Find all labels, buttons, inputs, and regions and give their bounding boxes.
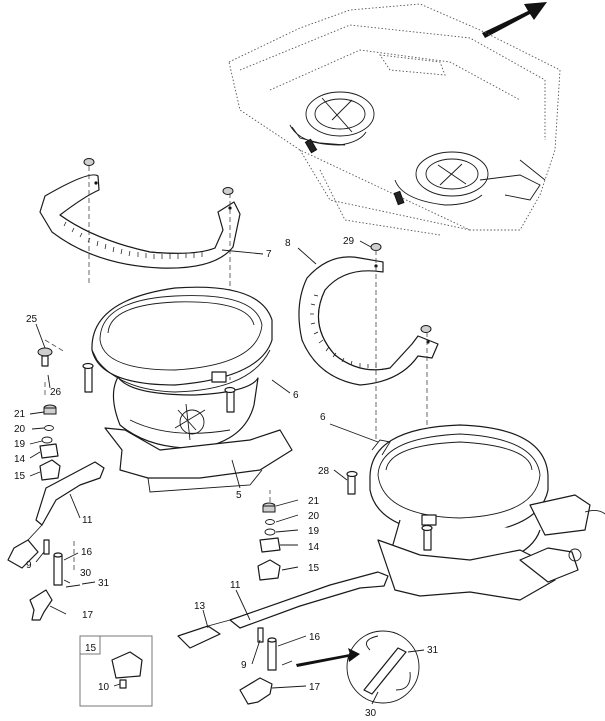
label-part-20-left: 20: [14, 424, 26, 435]
label-part-11-left: 11: [82, 515, 93, 526]
part-6-right-ring: [369, 424, 605, 601]
label-part-15-left: 15: [14, 471, 26, 482]
label-part-28: 28: [318, 466, 330, 477]
part-7-scale-arm: [39, 158, 241, 269]
label-part-10: 10: [98, 682, 110, 693]
right-stack-parts: [257, 502, 281, 581]
label-part-13: 13: [194, 601, 206, 612]
label-part-19-left: 19: [14, 439, 26, 450]
label-part-15-right: 15: [308, 563, 320, 574]
label-part-17-right: 17: [309, 682, 321, 693]
label-part-6-right: 6: [320, 412, 326, 423]
label-part-21-left: 21: [14, 409, 26, 420]
label-part-30-right: 30: [365, 708, 377, 719]
label-part-6-left: 6: [293, 390, 299, 401]
label-part-30-left: 30: [80, 568, 92, 579]
label-part-21-right: 21: [308, 496, 320, 507]
label-part-20-right: 20: [308, 511, 320, 522]
label-part-15-box: 15: [85, 643, 97, 654]
scale-ticks: [63, 221, 203, 259]
detail-circle-pin-clip: [346, 630, 420, 704]
inset-box-part-15: [79, 635, 153, 707]
scale-ticks-right: [310, 294, 377, 368]
label-part-5: 5: [236, 490, 242, 501]
label-part-9-right: 9: [241, 660, 247, 671]
direction-arrow-icon: [482, 2, 547, 38]
label-part-16-right: 16: [309, 632, 321, 643]
left-stack-parts: [39, 404, 61, 481]
label-part-11-right: 11: [230, 580, 241, 591]
label-part-14-right: 14: [308, 542, 320, 553]
part-28-bolt: [346, 470, 358, 495]
label-part-25: 25: [26, 314, 38, 325]
leader-lines: [29, 240, 425, 705]
part-labels: 7 8 29 25 26 6 21 20 19 14 15 6 28 5 11 …: [14, 236, 439, 719]
part-6-left-ring: [91, 286, 293, 493]
label-part-31-left: 31: [98, 578, 110, 589]
part-8-scale-arm: [298, 243, 439, 386]
label-part-9-left: 9: [26, 560, 32, 571]
detail-pointer: [296, 648, 360, 667]
label-part-7: 7: [266, 249, 272, 260]
machine-overview: [228, 3, 561, 236]
parts-25-26: [37, 347, 236, 413]
label-part-8: 8: [285, 238, 291, 249]
right-lever-assembly: [177, 571, 389, 705]
label-part-19-right: 19: [308, 526, 320, 537]
label-part-31-right: 31: [427, 645, 439, 656]
label-part-14-left: 14: [14, 454, 26, 465]
label-part-26: 26: [50, 387, 62, 398]
label-part-16-left: 16: [81, 547, 93, 558]
label-part-29: 29: [343, 236, 355, 247]
label-part-17-left: 17: [82, 610, 94, 621]
left-lever-assembly: [7, 461, 105, 621]
